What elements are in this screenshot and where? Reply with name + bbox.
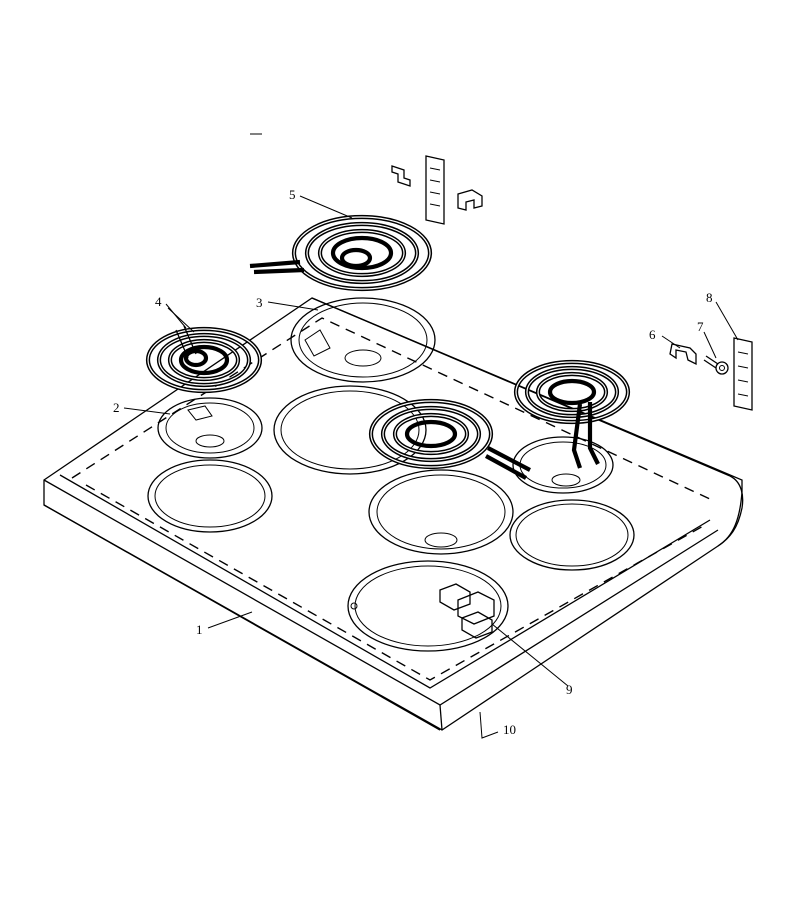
callout-5: 5 [289,187,296,202]
callout-labels: 1 2 3 4 5 6 7 8 9 10 [113,187,713,737]
surface-element-right [513,359,631,469]
callout-9: 9 [566,682,573,697]
terminal-bracket [733,337,753,411]
drip-pan-large [290,297,436,383]
burner-openings [147,385,635,652]
callout-3: 3 [256,295,263,310]
callout-1: 1 [196,622,203,637]
drip-pan-right [512,436,614,494]
surface-element-large [249,214,433,292]
drip-pan-small [157,397,263,459]
callout-2: 2 [113,400,120,415]
surface-element-small [145,325,263,394]
terminal-bracket-top [391,155,483,225]
callout-7: 7 [697,319,704,334]
receptacle-block [439,583,495,639]
screw [703,355,729,375]
callout-8: 8 [706,290,713,305]
surface-element-center [368,398,531,480]
callout-6: 6 [649,327,656,342]
callout-10: 10 [503,722,516,737]
bracket-clip [669,343,697,366]
leader-lines [123,195,739,739]
callout-4: 4 [155,294,162,309]
